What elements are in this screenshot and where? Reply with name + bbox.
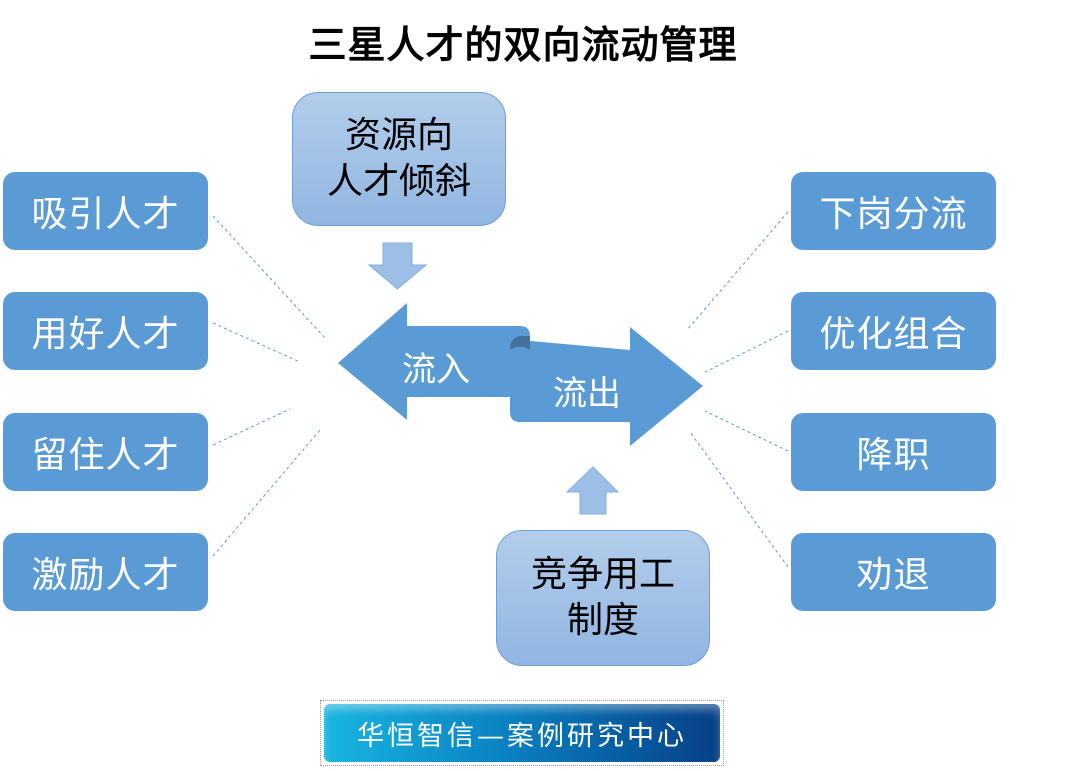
inflow-arrow — [338, 303, 530, 420]
footer-banner-text: 华恒智信—案例研究中心 — [324, 704, 720, 762]
down-arrow-icon — [367, 242, 428, 290]
left-item: 吸引人才 — [3, 172, 208, 250]
competitive-employment-line1: 竞争用工 — [530, 554, 675, 595]
connector-right-4 — [689, 431, 789, 568]
connector-left-3 — [212, 408, 291, 446]
right-item: 下岗分流 — [791, 172, 996, 250]
left-item: 用好人才 — [3, 292, 208, 370]
outflow-label: 流出 — [553, 374, 621, 414]
connector-left-1 — [212, 215, 326, 339]
competitive-employment-box: 竞争用工 制度 — [496, 530, 710, 666]
page-title: 三星人才的双向流动管理 — [308, 23, 738, 67]
outflow-arrow — [510, 327, 703, 446]
competitive-employment-line2: 制度 — [566, 600, 639, 641]
right-item: 优化组合 — [791, 292, 996, 370]
footer-banner: 华恒智信—案例研究中心 — [320, 700, 724, 766]
left-item: 激励人才 — [3, 533, 208, 611]
connector-right-2 — [704, 330, 789, 373]
resource-tilt-box: 资源向 人才倾斜 — [292, 92, 506, 226]
resource-tilt-line2: 人才倾斜 — [326, 161, 471, 202]
resource-tilt-line1: 资源向 — [344, 115, 453, 156]
connector-left-2 — [212, 322, 301, 363]
up-arrow-icon — [565, 466, 620, 515]
left-item: 留住人才 — [3, 413, 208, 491]
connector-right-3 — [704, 410, 789, 452]
inflow-label: 流入 — [402, 350, 470, 390]
ribbon-fold — [510, 336, 530, 350]
connector-left-4 — [212, 429, 321, 557]
right-item: 降职 — [791, 413, 996, 491]
right-item: 劝退 — [791, 533, 996, 611]
connector-right-1 — [686, 211, 789, 331]
